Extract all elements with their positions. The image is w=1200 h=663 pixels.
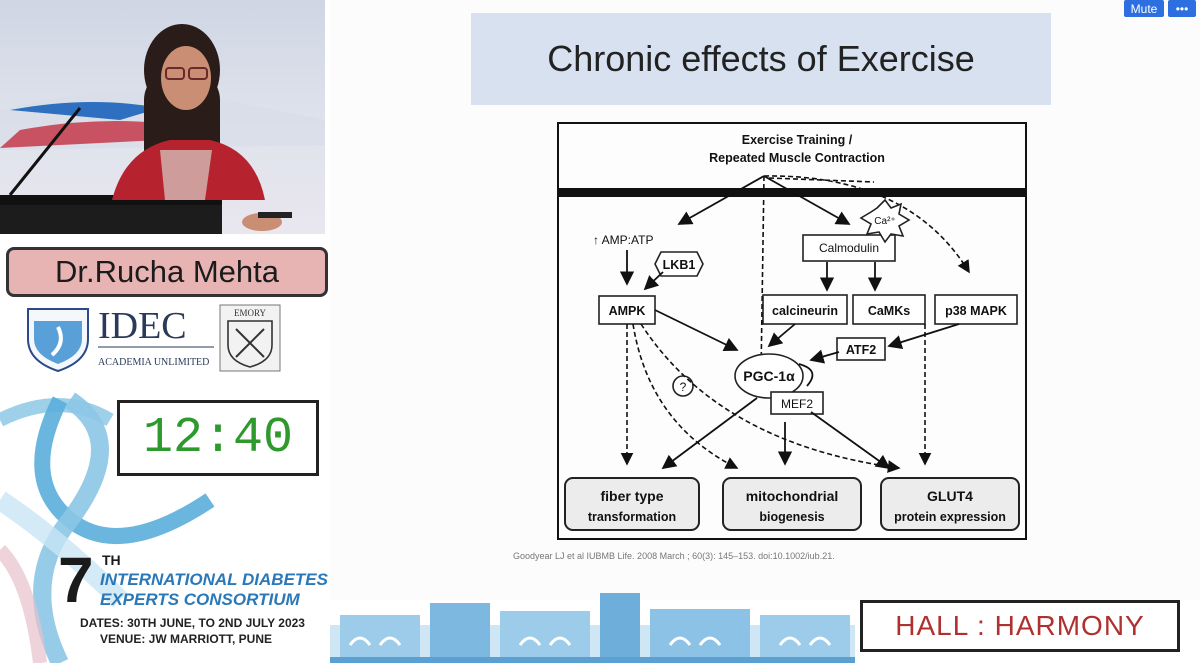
hall-label: HALL : HARMONY — [860, 600, 1180, 652]
sponsor-logos: IDEC ACADEMIA UNLIMITED EMORY — [26, 303, 286, 373]
event-edition-suffix: TH — [102, 552, 121, 568]
diagram-header-line1: Exercise Training / — [742, 133, 853, 147]
speaker-video-scene — [0, 24, 325, 234]
p38-mapk-node: p38 MAPK — [945, 304, 1007, 318]
calmodulin-node: Calmodulin — [819, 241, 879, 255]
idec-shield-icon — [27, 308, 89, 373]
event-name-line1: INTERNATIONAL DIABETES — [100, 570, 328, 589]
pathway-diagram-art: Exercise Training / Repeated Muscle Cont… — [559, 133, 1025, 531]
event-dates: DATES: 30TH JUNE, TO 2ND JULY 2023 — [80, 616, 305, 630]
event-edition-number: 7 — [58, 544, 94, 616]
speaker-video — [0, 0, 325, 234]
mef2-node: MEF2 — [781, 397, 813, 411]
outcome-fiber-line2: transformation — [588, 510, 676, 524]
speaker-nameplate: Dr.Rucha Mehta — [6, 247, 328, 297]
diagram-header-line2: Repeated Muscle Contraction — [709, 151, 885, 165]
presentation-slide: Chronic effects of Exercise Exercise Tra… — [330, 0, 1200, 600]
pgc1a-node: PGC-1α — [743, 368, 795, 384]
outcome-mito-line2: biogenesis — [759, 510, 824, 524]
idec-logo-text: IDEC — [98, 305, 187, 347]
emory-crest-icon: EMORY — [219, 304, 281, 372]
unknown-link-marker: ? — [680, 380, 687, 394]
event-branding: 7 TH INTERNATIONAL DIABETES EXPERTS CONS… — [40, 548, 330, 663]
ampk-node: AMPK — [609, 304, 646, 318]
lkb1-node: LKB1 — [663, 258, 696, 272]
outcome-fiber-line1: fiber type — [600, 488, 663, 504]
outcome-mito-line1: mitochondrial — [746, 488, 839, 504]
session-timer: 12:40 — [117, 400, 319, 476]
idec-tagline: ACADEMIA UNLIMITED — [98, 357, 209, 368]
mute-button[interactable]: Mute — [1124, 0, 1164, 17]
sponsor-logos-art: IDEC ACADEMIA UNLIMITED EMORY — [27, 304, 281, 373]
left-panel: Dr.Rucha Mehta IDEC ACADEMIA UNLIMITED E… — [0, 0, 330, 663]
calcium-node: Ca²⁺ — [874, 216, 895, 227]
exercise-pathway-diagram: Exercise Training / Repeated Muscle Cont… — [557, 122, 1027, 540]
amp-atp-label: ↑ AMP:ATP — [593, 233, 653, 247]
slide-citation: Goodyear LJ et al IUBMB Life. 2008 March… — [513, 551, 835, 561]
calcineurin-node: calcineurin — [772, 304, 838, 318]
more-options-button[interactable]: ••• — [1168, 0, 1196, 17]
event-name-line2: EXPERTS CONSORTIUM — [100, 590, 300, 609]
camks-node: CaMKs — [868, 304, 910, 318]
city-skyline-decoration — [330, 593, 855, 663]
outcome-glut4-line2: protein expression — [894, 510, 1006, 524]
atf2-node: ATF2 — [846, 343, 876, 357]
emory-logo-text: EMORY — [234, 308, 267, 318]
event-venue: VENUE: JW MARRIOTT, PUNE — [100, 632, 273, 646]
slide-title: Chronic effects of Exercise — [471, 13, 1051, 105]
outcome-glut4-line1: GLUT4 — [927, 488, 973, 504]
ribbon-decoration — [0, 392, 215, 663]
